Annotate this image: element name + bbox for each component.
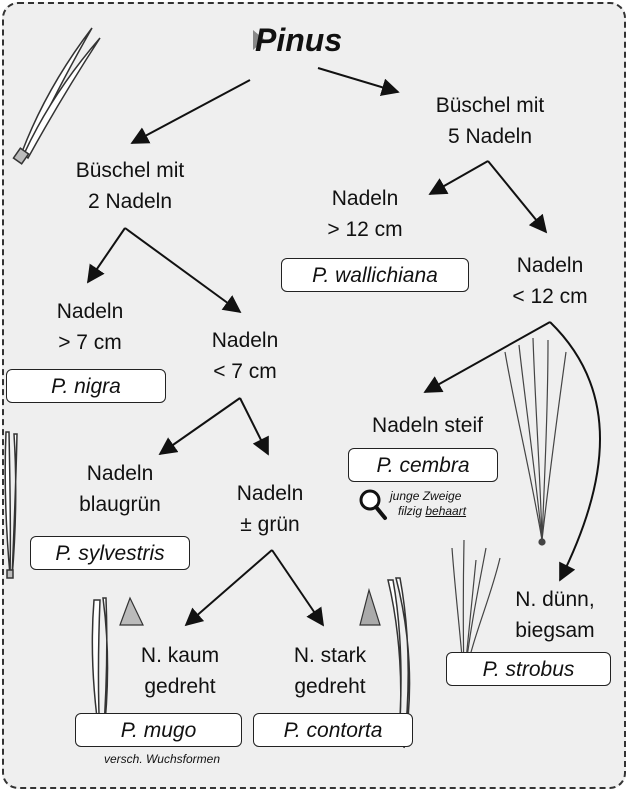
node-short-7-line2: < 7 cm [213,360,277,383]
play-icon [253,30,265,50]
arrow-to-blue-green [158,397,241,456]
arrow-to-long-7 [86,227,126,284]
node-strongly-twisted: N. stark gedreht [265,640,395,702]
node-barely-twisted: N. kaum gedreht [115,640,245,702]
node-green-line1: Nadeln [236,482,304,505]
species-sylvestris: P. sylvestris [30,536,190,570]
node-green-line2: ± grün [240,513,300,536]
node-stiff: Nadeln steif [372,414,483,437]
node-short-7: Nadeln < 7 cm [190,325,300,387]
needle-illustration-sylvestris [4,431,18,579]
node-barely-twisted-line1: N. kaum [140,644,220,667]
needle-illustration-cembra [504,337,567,546]
node-five-needles: Büschel mit 5 Nadeln [405,90,575,152]
node-long-7-line2: > 7 cm [58,331,122,354]
node-barely-twisted-line2: gedreht [144,675,216,698]
cembra-note-line1: junge Zweige [390,489,462,503]
arrow-to-green [239,397,269,456]
node-two-needles-line2: 2 Nadeln [87,190,173,213]
species-cembra: P. cembra [348,448,498,482]
node-strongly-twisted-line1: N. stark [293,644,367,667]
node-long-12-line1: Nadeln [331,187,399,210]
page-title: Pinus [255,22,343,58]
node-short-12: Nadeln < 12 cm [490,250,610,312]
species-nigra: P. nigra [6,369,166,403]
node-long-7: Nadeln > 7 cm [30,296,150,358]
node-long-7-line1: Nadeln [56,300,124,323]
arrow-to-2-needles [130,79,251,144]
needle-illustration-top [12,27,101,165]
arrow-to-stiff [423,321,551,393]
node-thin-line2: biegsam [515,619,595,642]
arrow-to-thin [549,321,601,582]
arrow-to-barely-twisted [184,549,273,627]
arrow-to-short-12 [487,160,548,234]
node-blue-green: Nadeln blaugrün [55,458,185,520]
mugo-note: versch. Wuchsformen [103,752,221,766]
node-five-needles-line2: 5 Nadeln [447,125,533,148]
cembra-note-word1: filzig [398,504,423,518]
species-wallichiana: P. wallichiana [281,258,469,292]
magnifier-icon [359,489,387,520]
node-green: Nadeln ± grün [220,478,320,540]
arrow-to-long-12 [428,160,489,195]
node-two-needles: Büschel mit 2 Nadeln [50,155,210,217]
arrow-to-strongly-twisted [271,549,325,627]
node-blue-green-line1: Nadeln [86,462,154,485]
node-short-7-line1: Nadeln [211,329,279,352]
cembra-note-word2: behaart [425,504,467,518]
arrows [86,67,601,627]
node-thin-line1: N. dünn, [515,588,595,611]
node-two-needles-line1: Büschel mit [75,159,185,182]
species-strobus: P. strobus [446,652,611,686]
node-thin: N. dünn, biegsam [495,584,615,646]
node-strongly-twisted-line2: gedreht [294,675,366,698]
species-mugo: P. mugo [75,713,242,747]
cembra-note-line2: filzig behaart [390,504,510,519]
node-five-needles-line1: Büschel mit [435,94,545,117]
node-short-12-line1: Nadeln [516,254,584,277]
node-long-12: Nadeln > 12 cm [305,183,425,245]
cembra-note: junge Zweige filzig behaart [390,489,510,519]
node-blue-green-line2: blaugrün [79,493,161,516]
arrow-to-short-7 [124,227,242,314]
species-contorta: P. contorta [253,713,413,747]
cone-scale-icon-contorta [359,587,381,626]
arrow-to-5-needles [317,67,400,96]
cone-scale-icon-mugo [119,596,144,626]
node-short-12-line2: < 12 cm [512,285,588,308]
node-long-12-line2: > 12 cm [327,218,403,241]
